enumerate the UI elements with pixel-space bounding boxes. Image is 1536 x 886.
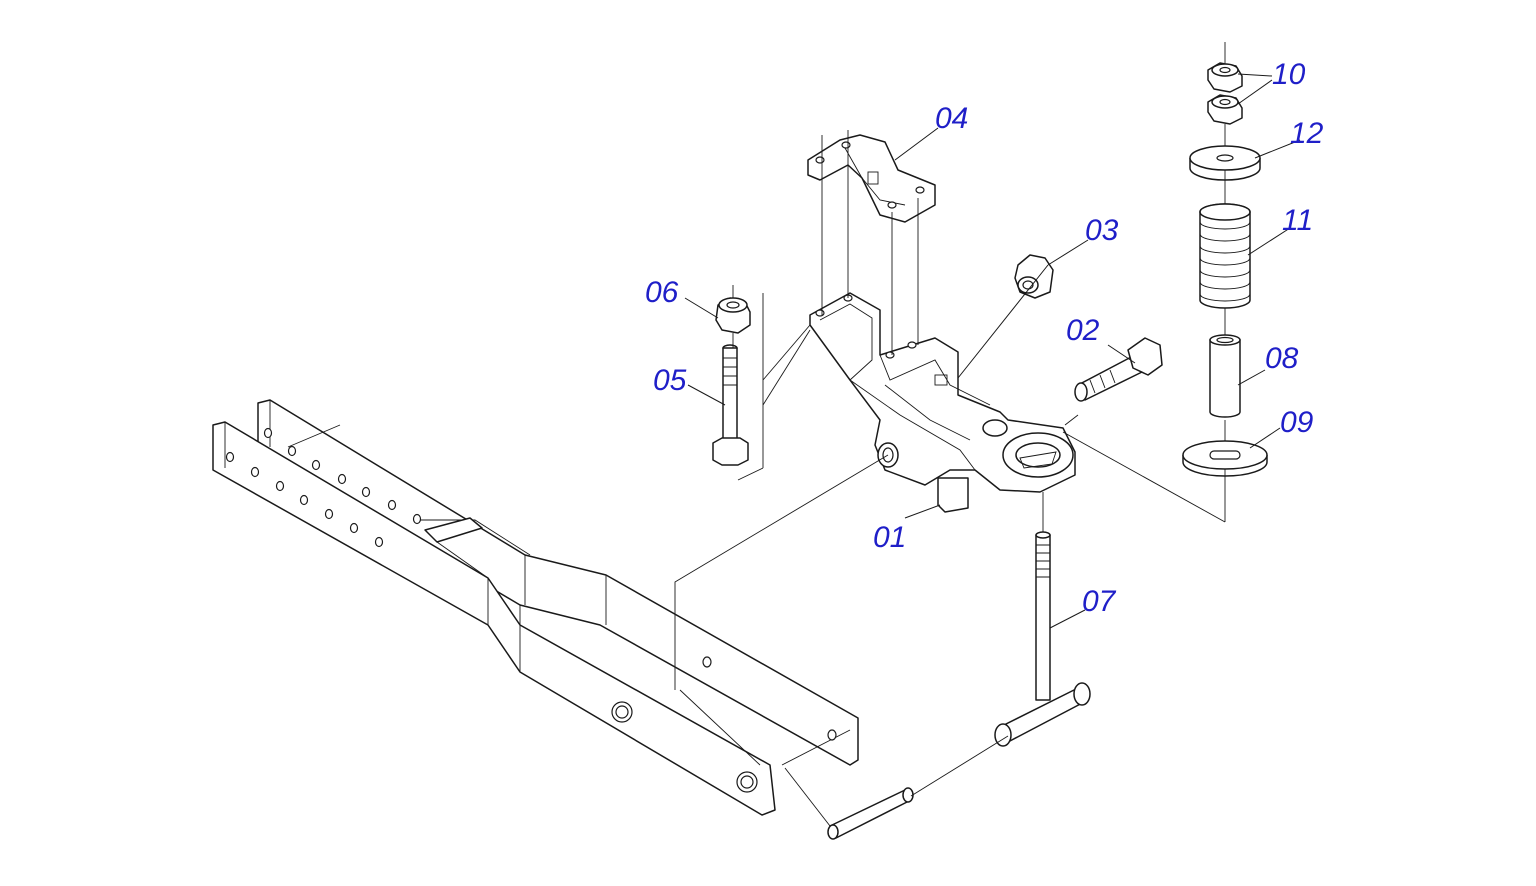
part-10-nuts xyxy=(1207,62,1243,125)
part-09-plate xyxy=(1182,440,1268,477)
part-03-fitting xyxy=(1014,254,1054,299)
callout-06: 06 xyxy=(645,276,679,309)
callout-10: 10 xyxy=(1272,58,1306,91)
part-11-spring xyxy=(1199,203,1251,309)
leader-lines xyxy=(684,73,1301,629)
part-02-bolt xyxy=(1074,337,1163,402)
callout-12: 12 xyxy=(1290,117,1324,150)
callout-11: 11 xyxy=(1282,204,1313,237)
part-05-bolt xyxy=(712,344,749,466)
part-01-main-bracket xyxy=(809,292,1076,513)
part-12-washer xyxy=(1189,145,1261,181)
callout-02: 02 xyxy=(1066,314,1100,347)
part-08-sleeve xyxy=(1209,334,1241,418)
callout-labels: 01 02 03 04 05 06 07 08 09 10 11 12 xyxy=(645,58,1324,618)
connecting-pin xyxy=(827,787,914,840)
callout-09: 09 xyxy=(1280,406,1314,439)
drawbar xyxy=(212,399,859,816)
callout-03: 03 xyxy=(1085,214,1119,247)
callout-04: 04 xyxy=(935,102,968,135)
part-04-top-clamp xyxy=(807,134,936,223)
callout-07: 07 xyxy=(1082,585,1117,618)
assembly-lines xyxy=(287,42,1226,827)
callout-05: 05 xyxy=(653,364,687,397)
part-06-nut xyxy=(715,297,751,334)
part-07-t-pin xyxy=(994,531,1091,747)
callout-01: 01 xyxy=(873,521,906,554)
drawbar-holes xyxy=(225,427,837,793)
callout-08: 08 xyxy=(1265,342,1299,375)
